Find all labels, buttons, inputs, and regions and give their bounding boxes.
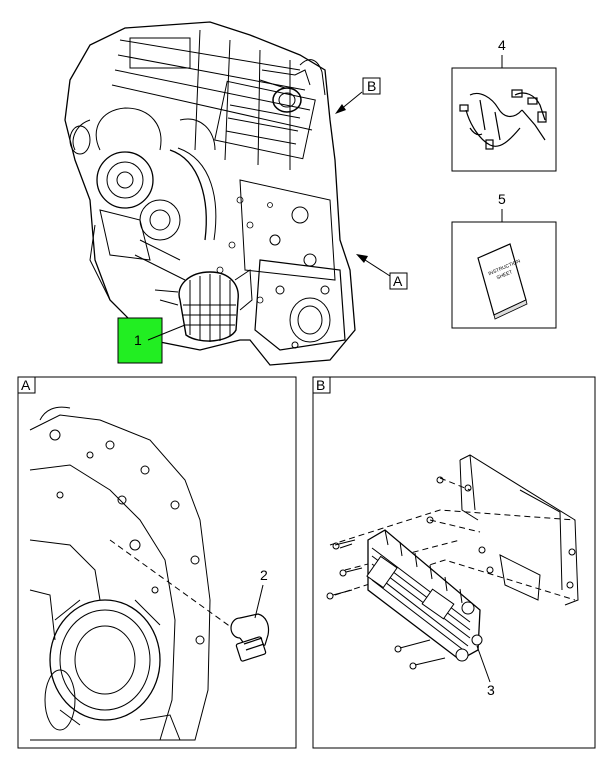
panel-b-tag-label: B <box>316 377 325 393</box>
callout-1-leader <box>147 324 186 341</box>
wiring-harness-drawing <box>459 89 547 150</box>
instruction-sheet-drawing: INSTRUCTION SHEET <box>477 243 528 320</box>
panel-b-tag <box>312 376 331 394</box>
view-a-arrow <box>356 254 391 277</box>
view-b-indicator-label: B <box>367 78 376 94</box>
front-cover-drawing <box>29 406 236 741</box>
engine-illustration <box>64 21 356 366</box>
callout-3-label: 3 <box>487 682 495 698</box>
callout-4-label: 4 <box>498 37 506 53</box>
view-b-indicator-box[interactable] <box>362 77 381 95</box>
panel-a-tag-label: A <box>21 377 31 393</box>
callout-5-label: 5 <box>498 191 506 207</box>
callout-1-highlight[interactable] <box>117 317 163 364</box>
view-a-indicator-box[interactable] <box>389 272 408 290</box>
ecm-bracket-drawing <box>326 454 579 670</box>
view-b-arrow <box>335 91 363 114</box>
view-a-indicator-label: A <box>393 273 403 289</box>
callout-1-label: 1 <box>134 332 142 348</box>
callout-2-label: 2 <box>260 567 268 583</box>
callout-2-leader <box>254 584 264 619</box>
part-4-box <box>451 67 557 172</box>
sensor-drawing <box>230 613 270 662</box>
callout-3-leader <box>476 645 491 683</box>
detail-panel-a <box>17 376 297 749</box>
panel-a-tag <box>17 376 36 394</box>
